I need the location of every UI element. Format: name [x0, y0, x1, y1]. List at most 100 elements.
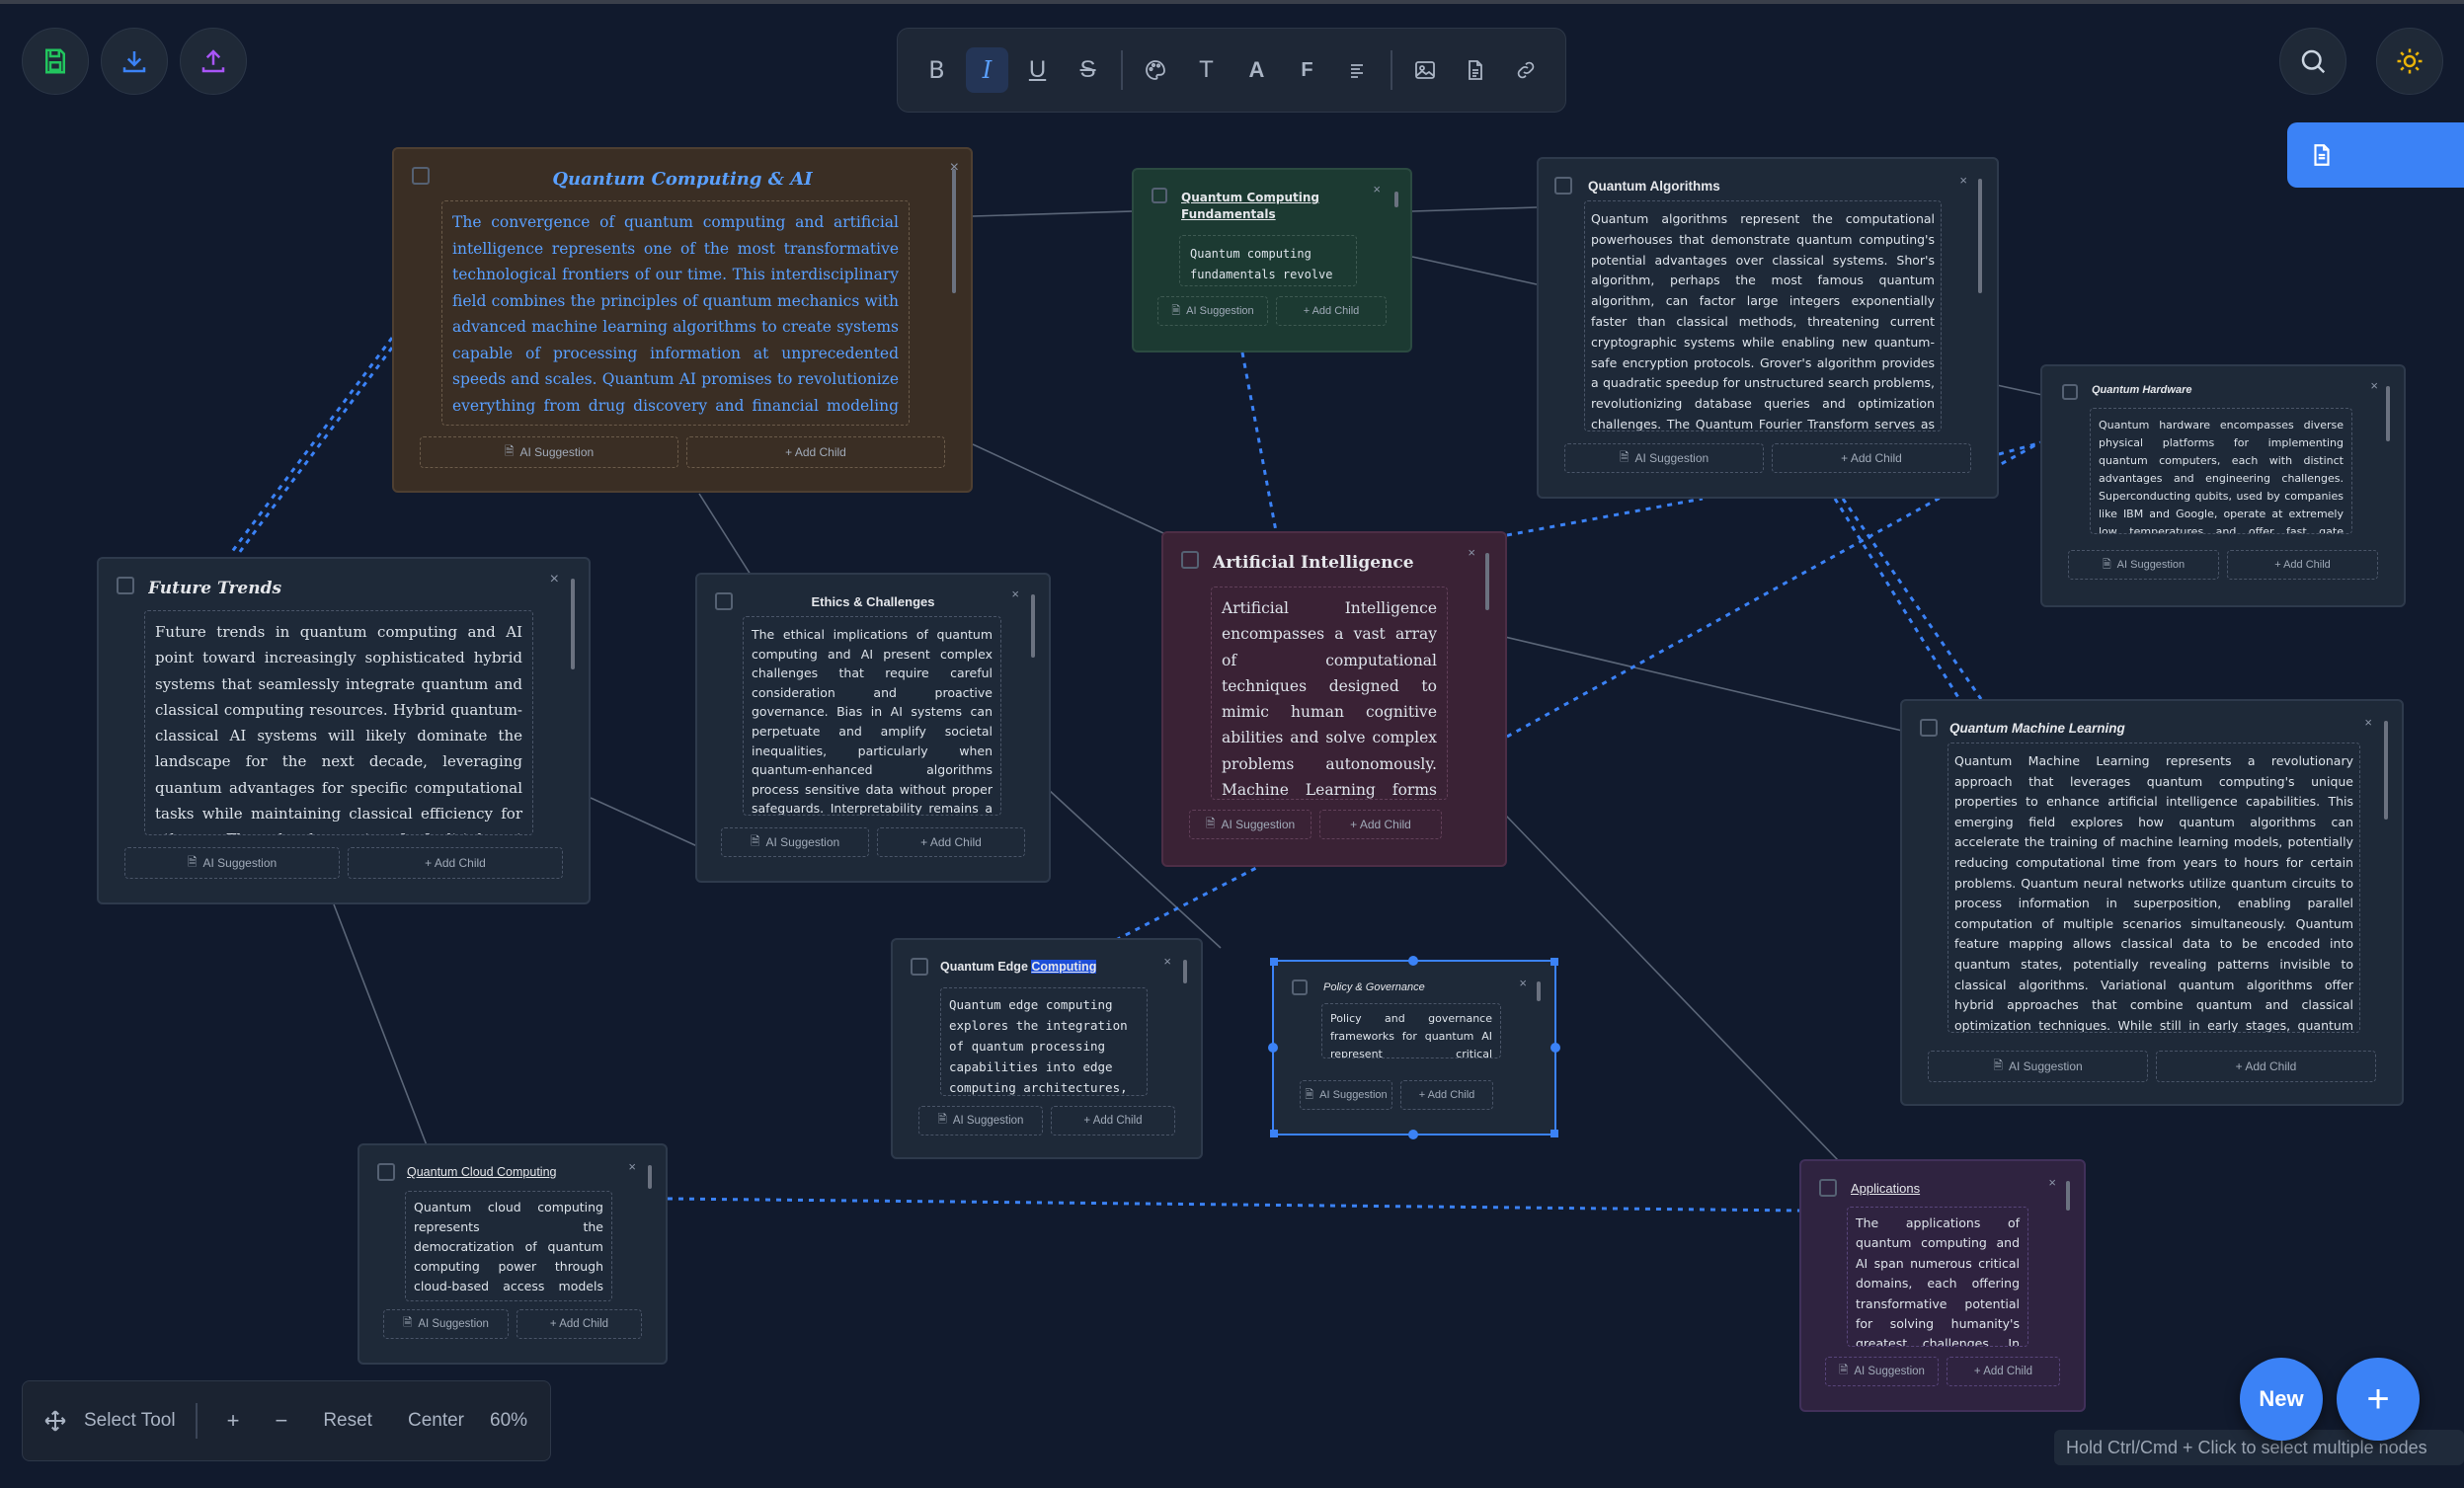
node-body[interactable]: Quantum edge computing explores the inte… — [940, 987, 1148, 1096]
node-title[interactable]: Future Trends — [148, 579, 282, 598]
node-body[interactable]: Quantum algorithms represent the computa… — [1584, 200, 1942, 431]
font-family-button[interactable]: F — [1301, 58, 1313, 81]
node-body[interactable]: The applications of quantum computing an… — [1847, 1207, 2028, 1347]
add-child-button[interactable]: + Add Child — [686, 436, 945, 468]
node-title[interactable]: Ethics & Challenges — [811, 594, 935, 609]
close-icon[interactable]: × — [1519, 976, 1527, 990]
zoom-in-button[interactable]: + — [226, 1408, 240, 1433]
text-style-button[interactable]: T — [1199, 56, 1214, 83]
node-ethics-challenges[interactable]: × Ethics & Challenges The ethical implic… — [695, 573, 1051, 883]
node-quantum-edge-computing[interactable]: × Quantum Edge Computing Quantum edge co… — [891, 938, 1203, 1159]
ai-suggestion-button[interactable]: 🗎AI Suggestion — [1928, 1051, 2148, 1082]
scrollbar[interactable] — [2384, 721, 2388, 820]
node-title[interactable]: Artificial Intelligence — [1213, 553, 1414, 573]
close-icon[interactable]: × — [2364, 715, 2372, 730]
scrollbar[interactable] — [571, 579, 575, 669]
color-palette-button[interactable] — [1135, 47, 1177, 93]
move-icon[interactable] — [42, 1408, 68, 1434]
upload-button[interactable] — [180, 28, 247, 95]
new-node-button[interactable]: New — [2240, 1358, 2323, 1441]
scrollbar[interactable] — [1183, 960, 1187, 983]
resize-handle[interactable] — [1550, 958, 1558, 966]
scrollbar[interactable] — [2386, 386, 2390, 441]
node-quantum-computing-fundamentals[interactable]: × Quantum Computing Fundamentals Quantum… — [1132, 168, 1412, 352]
close-icon[interactable]: × — [2048, 1175, 2056, 1190]
node-quantum-cloud-computing[interactable]: × Quantum Cloud Computing Quantum cloud … — [358, 1143, 668, 1365]
node-select-checkbox[interactable] — [1292, 979, 1308, 995]
close-icon[interactable]: × — [1468, 545, 1475, 560]
node-select-checkbox[interactable] — [412, 167, 430, 185]
scrollbar[interactable] — [1394, 192, 1398, 207]
documents-panel-tab[interactable] — [2287, 122, 2464, 188]
ai-suggestion-button[interactable]: 🗎AI Suggestion — [1564, 443, 1764, 473]
add-child-button[interactable]: + Add Child — [348, 847, 563, 879]
node-policy-governance[interactable]: × Policy & Governance Policy and governa… — [1268, 956, 1560, 1139]
underline-button[interactable]: U — [1028, 56, 1047, 83]
add-child-button[interactable]: + Add Child — [1276, 296, 1387, 326]
close-icon[interactable]: × — [628, 1159, 636, 1174]
node-body[interactable]: Artificial Intelligence encompasses a va… — [1211, 587, 1448, 800]
add-child-button[interactable]: + Add Child — [2156, 1051, 2376, 1082]
node-select-checkbox[interactable] — [1181, 551, 1199, 569]
node-title[interactable]: Policy & Governance — [1323, 981, 1425, 993]
node-body[interactable]: Policy and governance frameworks for qua… — [1321, 1003, 1501, 1058]
node-future-trends[interactable]: × Future Trends Future trends in quantum… — [97, 557, 591, 904]
add-child-button[interactable]: + Add Child — [1772, 443, 1971, 473]
ai-suggestion-button[interactable]: 🗎AI Suggestion — [420, 436, 678, 468]
ai-suggestion-button[interactable]: 🗎AI Suggestion — [918, 1106, 1043, 1136]
node-select-checkbox[interactable] — [715, 592, 733, 610]
close-icon[interactable]: × — [1959, 173, 1967, 188]
center-view-button[interactable]: Center — [407, 1410, 464, 1431]
resize-handle[interactable] — [1550, 1130, 1558, 1137]
strikethrough-button[interactable]: S — [1079, 56, 1096, 83]
add-child-button[interactable]: + Add Child — [877, 827, 1025, 857]
node-title[interactable]: Quantum Computing & AI — [552, 169, 813, 190]
node-title[interactable]: Quantum Cloud Computing — [407, 1165, 557, 1179]
ai-suggestion-button[interactable]: 🗎AI Suggestion — [1825, 1357, 1939, 1386]
resize-handle[interactable] — [1408, 956, 1418, 966]
add-child-button[interactable]: + Add Child — [2227, 550, 2378, 580]
ai-suggestion-button[interactable]: 🗎AI Suggestion — [2068, 550, 2219, 580]
close-icon[interactable]: × — [1373, 182, 1381, 196]
node-title[interactable]: Quantum Computing Fundamentals — [1181, 191, 1320, 221]
node-body[interactable]: Quantum hardware encompasses diverse phy… — [2090, 408, 2352, 534]
node-body[interactable]: Quantum Machine Learning represents a re… — [1947, 743, 2360, 1033]
resize-handle[interactable] — [1268, 1043, 1278, 1053]
node-select-checkbox[interactable] — [2062, 384, 2078, 400]
insert-link-button[interactable] — [1505, 47, 1548, 93]
node-select-checkbox[interactable] — [1152, 188, 1167, 203]
download-button[interactable] — [101, 28, 168, 95]
node-select-checkbox[interactable] — [911, 958, 928, 976]
node-title[interactable]: Quantum Machine Learning — [1949, 721, 2125, 736]
insert-document-button[interactable] — [1455, 47, 1497, 93]
insert-image-button[interactable] — [1404, 47, 1447, 93]
ai-suggestion-button[interactable]: 🗎AI Suggestion — [124, 847, 340, 879]
search-button[interactable] — [2279, 28, 2346, 95]
node-select-checkbox[interactable] — [1920, 719, 1938, 737]
resize-handle[interactable] — [1270, 1130, 1278, 1137]
node-select-checkbox[interactable] — [377, 1163, 395, 1181]
reset-zoom-button[interactable]: Reset — [323, 1410, 372, 1431]
node-body[interactable]: Quantum computing fundamentals revolve a… — [1179, 235, 1357, 286]
ai-suggestion-button[interactable]: 🗎AI Suggestion — [1189, 810, 1311, 839]
add-child-button[interactable]: + Add Child — [1400, 1080, 1493, 1110]
ai-suggestion-button[interactable]: 🗎AI Suggestion — [1300, 1080, 1392, 1110]
node-applications[interactable]: × Applications The applications of quant… — [1799, 1159, 2086, 1412]
ai-suggestion-button[interactable]: 🗎AI Suggestion — [721, 827, 869, 857]
add-child-button[interactable]: + Add Child — [517, 1309, 642, 1339]
bold-button[interactable]: B — [928, 56, 945, 84]
close-icon[interactable]: × — [1163, 954, 1171, 969]
scrollbar[interactable] — [1978, 179, 1982, 293]
close-icon[interactable]: × — [949, 159, 959, 176]
scrollbar[interactable] — [648, 1165, 652, 1189]
select-tool-label[interactable]: Select Tool — [84, 1410, 176, 1431]
close-icon[interactable]: × — [1011, 587, 1019, 601]
save-button[interactable] — [22, 28, 89, 95]
add-child-button[interactable]: + Add Child — [1051, 1106, 1175, 1136]
node-quantum-algorithms[interactable]: × Quantum Algorithms Quantum algorithms … — [1537, 157, 1999, 499]
scrollbar[interactable] — [952, 169, 956, 293]
node-quantum-computing-ai[interactable]: × Quantum Computing & AI The convergence… — [392, 147, 973, 493]
ai-suggestion-button[interactable]: 🗎AI Suggestion — [1157, 296, 1268, 326]
node-title[interactable]: Quantum Hardware — [2092, 384, 2192, 396]
node-body[interactable]: The ethical implications of quantum comp… — [743, 616, 1001, 816]
